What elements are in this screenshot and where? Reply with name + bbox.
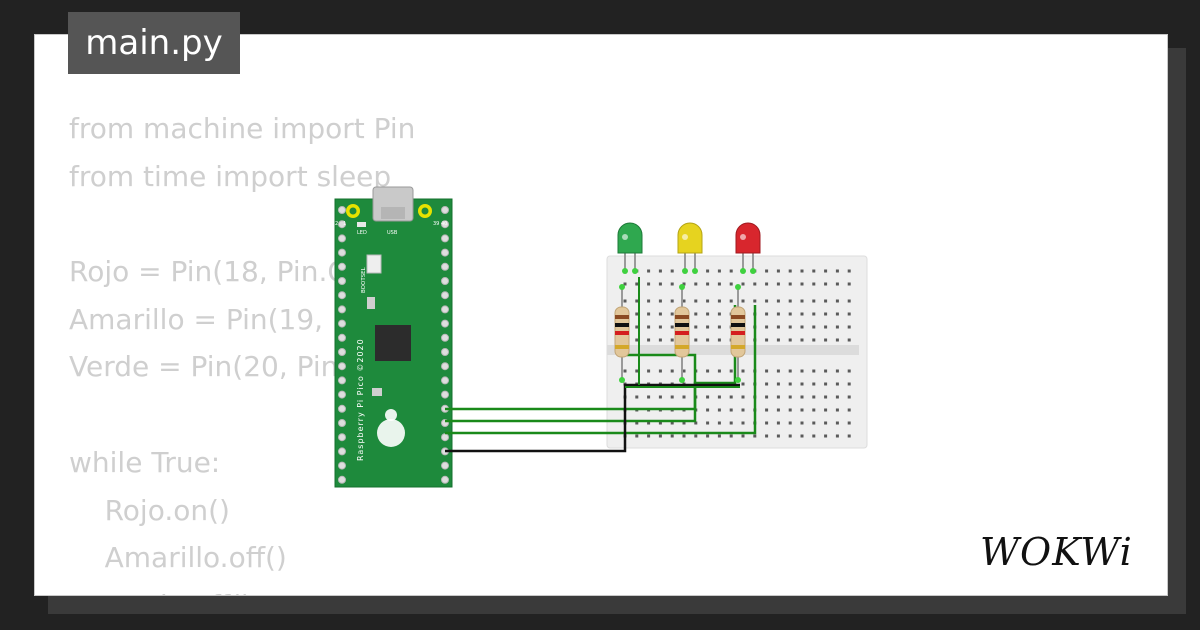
- resistor-green: [614, 287, 630, 380]
- resistors: [614, 287, 746, 380]
- file-tab-main-py[interactable]: main.py: [68, 12, 240, 74]
- leds: [617, 222, 761, 271]
- usb-label: USB: [387, 230, 398, 236]
- project-preview-card: from machine import Pin from time import…: [34, 34, 1168, 596]
- wire-gp-3: [445, 305, 757, 435]
- pin-40-label: 40: [441, 221, 447, 227]
- led-label: LED: [357, 230, 367, 236]
- wokwi-logo-text: WOKWi: [980, 530, 1133, 574]
- pin-1-label: 1: [343, 221, 346, 227]
- code-line: Amarillo.off(): [69, 541, 287, 575]
- connection-dots: [619, 268, 756, 383]
- yellow-led: [677, 222, 703, 271]
- code-line: Rojo.on(): [69, 493, 230, 527]
- circuit-diagram: LED USB 1 2 39 40 BOOTSEL Raspberry Pi P…: [334, 186, 868, 488]
- bootsel-label: BOOTSEL: [361, 266, 367, 293]
- code-line: from machine import Pin: [69, 112, 416, 145]
- pin-2-label: 2: [335, 221, 338, 227]
- code-line: from time import sleep: [69, 159, 392, 193]
- wokwi-logo: WOKWi: [980, 530, 1155, 578]
- green-led: [617, 222, 643, 271]
- board-model-label: Raspberry Pi Pico ©2020: [356, 338, 365, 461]
- code-line: Verde.off(): [69, 582, 453, 595]
- code-line: while True:: [69, 445, 221, 479]
- resistor-red: [730, 287, 746, 380]
- pin-39-label: 39: [433, 221, 439, 227]
- raspberry-pi-pico-board: LED USB 1 2 39 40 BOOTSEL Raspberry Pi P…: [334, 186, 453, 488]
- wire-ground: [445, 383, 740, 453]
- resistor-yellow: [674, 287, 690, 380]
